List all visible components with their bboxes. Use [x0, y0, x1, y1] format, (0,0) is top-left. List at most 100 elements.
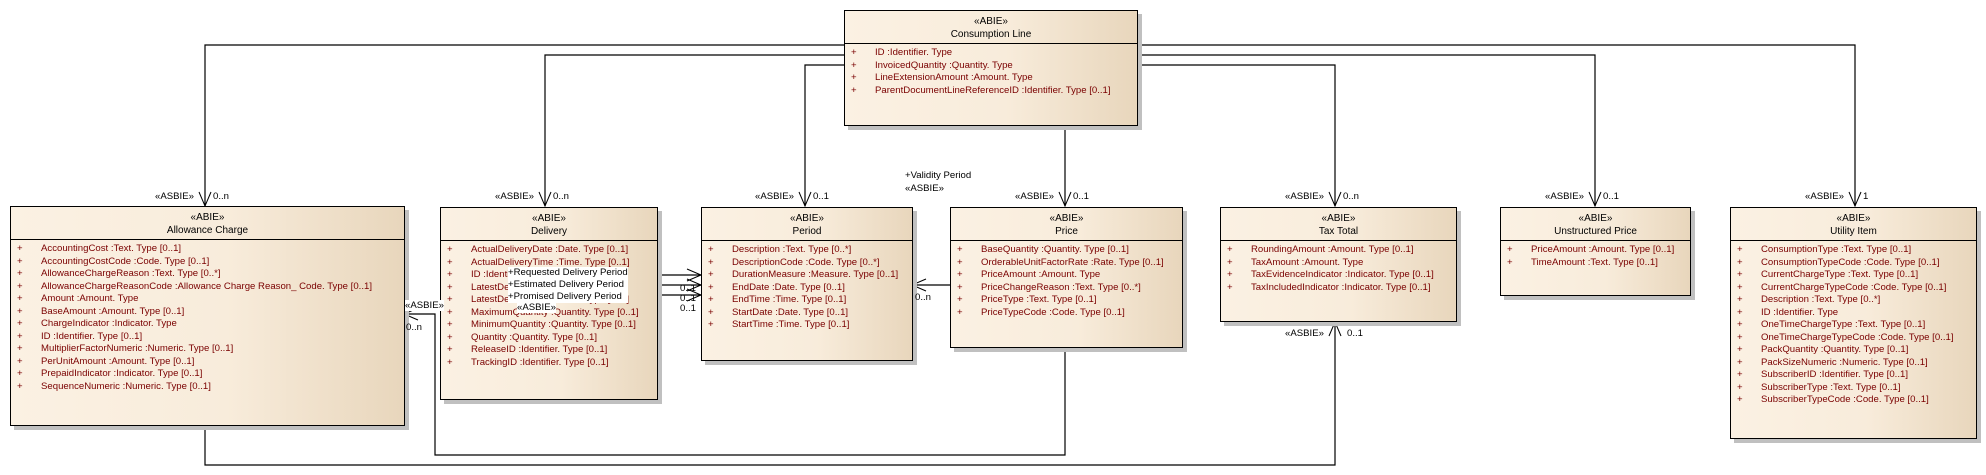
multiplicity-label: 1 — [1863, 191, 1869, 202]
attribute-row[interactable]: +AllowanceChargeReason :Text. Type [0..*… — [14, 268, 404, 281]
attribute-text: EndDate :Date. Type [0..1] — [732, 281, 845, 293]
class-unstructured-price[interactable]: «ABIE» Unstructured Price +PriceAmount :… — [1500, 207, 1691, 296]
visibility-public-icon: + — [708, 319, 714, 330]
connector-cl-utility-item[interactable] — [1137, 44, 1856, 206]
attribute-row[interactable]: +PriceChangeReason :Text. Type [0..*] — [954, 282, 1182, 295]
attribute-row[interactable]: +CurrentChargeTypeCode :Code. Type [0..1… — [1734, 282, 1976, 295]
connector-cl-period[interactable] — [804, 64, 844, 206]
attribute-row[interactable]: +InvoicedQuantity :Quantity. Type — [848, 60, 1137, 73]
connector-price-allowance-charge[interactable] — [404, 313, 1066, 456]
attribute-row[interactable]: +AccountingCost :Text. Type [0..1] — [14, 243, 404, 256]
stereotype-label: «ASBIE» — [155, 191, 194, 202]
class-name: Period — [792, 226, 822, 237]
attribute-row[interactable]: +SubscriberType :Text. Type [0..1] — [1734, 382, 1976, 395]
attribute-list: +ID :Identifier. Type+InvoicedQuantity :… — [845, 44, 1137, 97]
attribute-row[interactable]: +ID :Identifier. Type — [1734, 307, 1976, 320]
attribute-row[interactable]: +OrderableUnitFactorRate :Rate. Type [0.… — [954, 257, 1182, 270]
attribute-row[interactable]: +TimeAmount :Text. Type [0..1] — [1504, 257, 1690, 270]
visibility-public-icon: + — [1737, 331, 1743, 343]
attribute-row[interactable]: +TrackingID :Identifier. Type [0..1] — [444, 357, 657, 370]
class-price[interactable]: «ABIE» Price +BaseQuantity :Quantity. Ty… — [950, 207, 1183, 348]
attribute-text: DurationMeasure :Measure. Type [0..1] — [732, 269, 899, 280]
attribute-row[interactable]: +DescriptionCode :Code. Type [0..*] — [705, 257, 912, 270]
connector-cl-unstructured-price[interactable] — [1137, 54, 1596, 206]
attribute-row[interactable]: +ConsumptionTypeCode :Code. Type [0..1] — [1734, 257, 1976, 270]
delivery-period-role-labels: +Requested Delivery Period +Estimated De… — [508, 267, 628, 303]
visibility-public-icon: + — [447, 344, 453, 355]
attribute-row[interactable]: +Description :Text. Type [0..*] — [705, 244, 912, 257]
attribute-row[interactable]: +TaxIncludedIndicator :Indicator. Type [… — [1224, 282, 1456, 295]
visibility-public-icon: + — [17, 255, 23, 267]
connector-allowance-charge-tax-total[interactable] — [204, 322, 1336, 466]
attribute-row[interactable]: +Amount :Amount. Type — [14, 293, 404, 306]
attribute-row[interactable]: +OneTimeChargeTypeCode :Code. Type [0..1… — [1734, 332, 1976, 345]
attribute-row[interactable]: +MinimumQuantity :Quantity. Type [0..1] — [444, 319, 657, 332]
attribute-text: StartDate :Date. Type [0..1] — [732, 306, 849, 318]
attribute-row[interactable]: +EndTime :Time. Type [0..1] — [705, 294, 912, 307]
attribute-text: SubscriberType :Text. Type [0..1] — [1761, 381, 1901, 393]
attribute-row[interactable]: +EndDate :Date. Type [0..1] — [705, 282, 912, 295]
attribute-text: PackSizeNumeric :Numeric. Type [0..1] — [1761, 356, 1928, 368]
class-utility-item[interactable]: «ABIE» Utility Item +ConsumptionType :Te… — [1730, 207, 1977, 439]
attribute-row[interactable]: +ActualDeliveryDate :Date. Type [0..1] — [444, 244, 657, 257]
class-consumption-line[interactable]: «ABIE» Consumption Line +ID :Identifier.… — [844, 10, 1138, 126]
attribute-row[interactable]: +PerUnitAmount :Amount. Type [0..1] — [14, 356, 404, 369]
stereotype-label: «ASBIE» — [1285, 191, 1324, 202]
visibility-public-icon: + — [1737, 256, 1743, 268]
connector-cl-allowance-charge[interactable] — [204, 44, 844, 206]
attribute-row[interactable]: +ChargeIndicator :Indicator. Type — [14, 318, 404, 331]
attribute-text: BaseAmount :Amount. Type [0..1] — [41, 305, 185, 317]
visibility-public-icon: + — [447, 281, 453, 293]
attribute-row[interactable]: +SubscriberID :Identifier. Type [0..1] — [1734, 369, 1976, 382]
attribute-row[interactable]: +ID :Identifier. Type [0..1] — [14, 331, 404, 344]
attribute-row[interactable]: +TaxAmount :Amount. Type — [1224, 257, 1456, 270]
attribute-row[interactable]: +OneTimeChargeType :Text. Type [0..1] — [1734, 319, 1976, 332]
attribute-row[interactable]: +StartDate :Date. Type [0..1] — [705, 307, 912, 320]
attribute-row[interactable]: +ReleaseID :Identifier. Type [0..1] — [444, 344, 657, 357]
attribute-row[interactable]: +LineExtensionAmount :Amount. Type — [848, 72, 1137, 85]
attribute-row[interactable]: +TaxEvidenceIndicator :Indicator. Type [… — [1224, 269, 1456, 282]
attribute-row[interactable]: +Quantity :Quantity. Type [0..1] — [444, 332, 657, 345]
attribute-row[interactable]: +RoundingAmount :Amount. Type [0..1] — [1224, 244, 1456, 257]
attribute-row[interactable]: +AllowanceChargeReasonCode :Allowance Ch… — [14, 281, 404, 294]
attribute-row[interactable]: +ParentDocumentLineReferenceID :Identifi… — [848, 85, 1137, 98]
class-allowance-charge[interactable]: «ABIE» Allowance Charge +AccountingCost … — [10, 206, 405, 426]
attribute-row[interactable]: +SequenceNumeric :Numeric. Type [0..1] — [14, 381, 404, 394]
attribute-text: MultiplierFactorNumeric :Numeric. Type [… — [41, 343, 234, 354]
attribute-text: PriceTypeCode :Code. Type [0..1] — [981, 306, 1125, 318]
stereotype-label: «ASBIE» — [495, 191, 534, 202]
visibility-public-icon: + — [1227, 256, 1233, 268]
attribute-row[interactable]: +Description :Text. Type [0..*] — [1734, 294, 1976, 307]
attribute-row[interactable]: +PackQuantity :Quantity. Type [0..1] — [1734, 344, 1976, 357]
attribute-text: PriceChangeReason :Text. Type [0..*] — [981, 281, 1141, 293]
attribute-row[interactable]: +ID :Identifier. Type — [848, 47, 1137, 60]
visibility-public-icon: + — [851, 59, 857, 71]
attribute-row[interactable]: +PriceTypeCode :Code. Type [0..1] — [954, 307, 1182, 320]
arrowhead-icon — [1588, 191, 1602, 208]
attribute-row[interactable]: +PriceAmount :Amount. Type — [954, 269, 1182, 282]
attribute-row[interactable]: +DurationMeasure :Measure. Type [0..1] — [705, 269, 912, 282]
class-tax-total[interactable]: «ABIE» Tax Total +RoundingAmount :Amount… — [1220, 207, 1457, 322]
connector-cl-delivery[interactable] — [544, 54, 844, 206]
attribute-text: StartTime :Time. Type [0..1] — [732, 319, 850, 330]
attribute-row[interactable]: +PackSizeNumeric :Numeric. Type [0..1] — [1734, 357, 1976, 370]
visibility-public-icon: + — [1507, 244, 1513, 255]
attribute-text: ParentDocumentLineReferenceID :Identifie… — [875, 84, 1111, 96]
attribute-row[interactable]: +ConsumptionType :Text. Type [0..1] — [1734, 244, 1976, 257]
attribute-row[interactable]: +MultiplierFactorNumeric :Numeric. Type … — [14, 343, 404, 356]
attribute-row[interactable]: + StartTime :Time. Type [0..1] — [705, 319, 912, 332]
arrowhead-icon — [1328, 320, 1342, 337]
class-period[interactable]: «ABIE» Period +Description :Text. Type [… — [701, 207, 913, 361]
attribute-row[interactable]: +SubscriberTypeCode :Code. Type [0..1] — [1734, 394, 1976, 407]
attribute-row[interactable]: +AccountingCostCode :Code. Type [0..1] — [14, 256, 404, 269]
attribute-row[interactable]: +ActualDeliveryTime :Time. Type [0..1] — [444, 257, 657, 270]
attribute-row[interactable]: +PriceAmount :Amount. Type [0..1] — [1504, 244, 1690, 257]
role-label-promised-delivery-period: +Promised Delivery Period — [508, 291, 622, 302]
attribute-row[interactable]: +BaseQuantity :Quantity. Type [0..1] — [954, 244, 1182, 257]
connector-cl-tax-total[interactable] — [1137, 64, 1336, 206]
attribute-row[interactable]: +BaseAmount :Amount. Type [0..1] — [14, 306, 404, 319]
attribute-row[interactable]: +PrepaidIndicator :Indicator. Type [0..1… — [14, 368, 404, 381]
attribute-row[interactable]: +PriceType :Text. Type [0..1] — [954, 294, 1182, 307]
attribute-row[interactable]: +CurrentChargeType :Text. Type [0..1] — [1734, 269, 1976, 282]
